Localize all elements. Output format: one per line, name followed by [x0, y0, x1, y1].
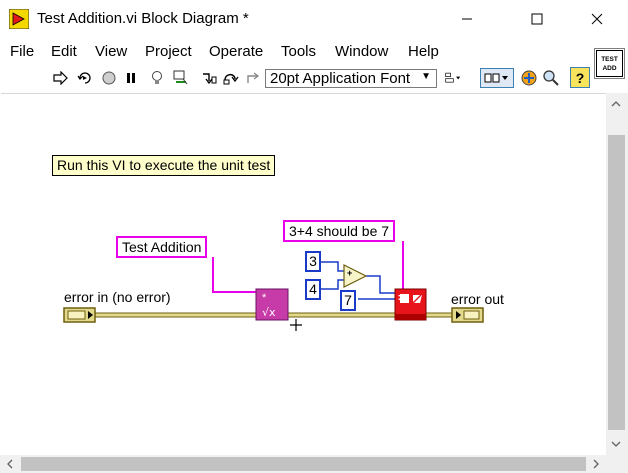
menu-file[interactable]: File: [10, 43, 35, 60]
expectation-constant[interactable]: 3+4 should be 7: [283, 220, 396, 242]
clean-up-diagram-button[interactable]: [520, 69, 538, 87]
align-objects-button[interactable]: [445, 69, 463, 87]
equal-operator-glyph: =: [398, 290, 406, 305]
run-continuously-button[interactable]: [76, 69, 94, 87]
distribute-objects-button[interactable]: [480, 68, 514, 88]
test-setup-node[interactable]: * √x: [255, 288, 289, 321]
error-in-label: error in (no error): [64, 289, 171, 305]
pause-icon: [127, 73, 135, 83]
sum-wire[interactable]: [366, 275, 395, 294]
labview-app-icon: [9, 9, 29, 29]
run-arrow-icon: [53, 71, 68, 85]
error-out-terminal[interactable]: [451, 307, 484, 323]
svg-text:√x: √x: [262, 306, 276, 319]
assert-equal-node[interactable]: [394, 288, 427, 321]
highlight-execution-button[interactable]: [148, 69, 166, 87]
block-diagram-canvas[interactable]: [1, 93, 606, 456]
stop-icon: [102, 71, 116, 85]
abort-button[interactable]: [100, 69, 118, 87]
run-continuously-icon: [77, 72, 91, 84]
probe-icon: [173, 70, 188, 85]
context-help-button[interactable]: ?: [570, 67, 590, 88]
menu-edit[interactable]: Edit: [51, 43, 77, 60]
search-icon: [543, 70, 559, 86]
error-in-terminal[interactable]: [63, 307, 96, 323]
help-icon: ?: [576, 70, 585, 86]
test-name-wire[interactable]: [212, 257, 256, 293]
step-over-button[interactable]: [222, 69, 240, 87]
maximize-button[interactable]: [514, 0, 560, 38]
close-icon: [591, 13, 603, 25]
scroll-up-icon[interactable]: [611, 100, 621, 108]
vi-icon-line2: ADD: [602, 65, 617, 72]
font-label: 20pt Application Font: [270, 70, 411, 87]
svg-text:?: ?: [576, 70, 585, 86]
error-wire-out[interactable]: [425, 312, 453, 318]
error-wire-in[interactable]: [93, 312, 258, 318]
vi-icon-face: TEST ADD: [596, 50, 623, 77]
menu-tools[interactable]: Tools: [281, 43, 317, 60]
input-b-constant[interactable]: 4: [305, 279, 321, 300]
diagram-comment[interactable]: Run this VI to execute the unit test: [52, 155, 276, 176]
scroll-corner: [606, 455, 628, 473]
dropdown-arrow-icon: ▼: [421, 71, 431, 82]
distribute-icon: [484, 73, 508, 83]
title-bar: Test Addition.vi Block Diagram *: [0, 0, 628, 38]
horizontal-scroll-thumb[interactable]: [21, 457, 586, 471]
step-out-button[interactable]: [244, 69, 262, 87]
scroll-down-icon[interactable]: [611, 440, 621, 448]
input-a-wire[interactable]: [321, 261, 344, 272]
run-button[interactable]: [52, 69, 70, 87]
input-b-wire[interactable]: [321, 279, 344, 290]
menu-bar: File Edit View Project Operate Tools Win…: [0, 40, 628, 64]
menu-view[interactable]: View: [95, 43, 128, 60]
menu-project[interactable]: Project: [145, 43, 192, 60]
step-into-icon: [203, 73, 217, 85]
menu-window[interactable]: Window: [335, 43, 389, 60]
window-title: Test Addition.vi Block Diagram *: [37, 10, 249, 27]
maximize-icon: [531, 13, 543, 25]
pause-button[interactable]: [122, 69, 140, 87]
expected-constant[interactable]: 7: [340, 290, 356, 311]
error-wire-mid[interactable]: [286, 312, 396, 318]
step-over-icon: [223, 73, 239, 85]
toolbar: [0, 64, 595, 92]
align-icon: [445, 72, 461, 83]
close-button[interactable]: [574, 0, 620, 38]
vi-icon[interactable]: TEST ADD: [594, 48, 625, 79]
clean-up-icon: [521, 70, 537, 86]
menu-operate[interactable]: Operate: [209, 43, 264, 60]
error-out-label: error out: [451, 291, 504, 307]
step-into-button[interactable]: [200, 69, 218, 87]
minimize-icon: [462, 18, 472, 20]
svg-text:*: *: [262, 292, 267, 304]
text-settings-dropdown[interactable]: 20pt Application Font ▼: [265, 69, 437, 88]
vi-icon-line1: TEST: [601, 56, 618, 63]
scroll-right-icon[interactable]: [592, 459, 600, 469]
vertical-scroll-thumb[interactable]: [608, 135, 625, 430]
minimize-button[interactable]: [444, 0, 490, 38]
step-out-icon: [247, 72, 260, 83]
search-button[interactable]: [542, 69, 560, 87]
input-a-constant[interactable]: 3: [305, 251, 321, 272]
test-name-constant[interactable]: Test Addition: [116, 236, 208, 258]
add-operator-glyph: +: [347, 268, 353, 278]
lightbulb-icon: [152, 71, 162, 84]
scroll-left-icon[interactable]: [6, 459, 14, 469]
retain-wire-values-button[interactable]: [172, 69, 190, 87]
add-function[interactable]: [343, 264, 368, 288]
menu-help[interactable]: Help: [408, 43, 439, 60]
crosshair-cursor-icon: [290, 319, 302, 331]
